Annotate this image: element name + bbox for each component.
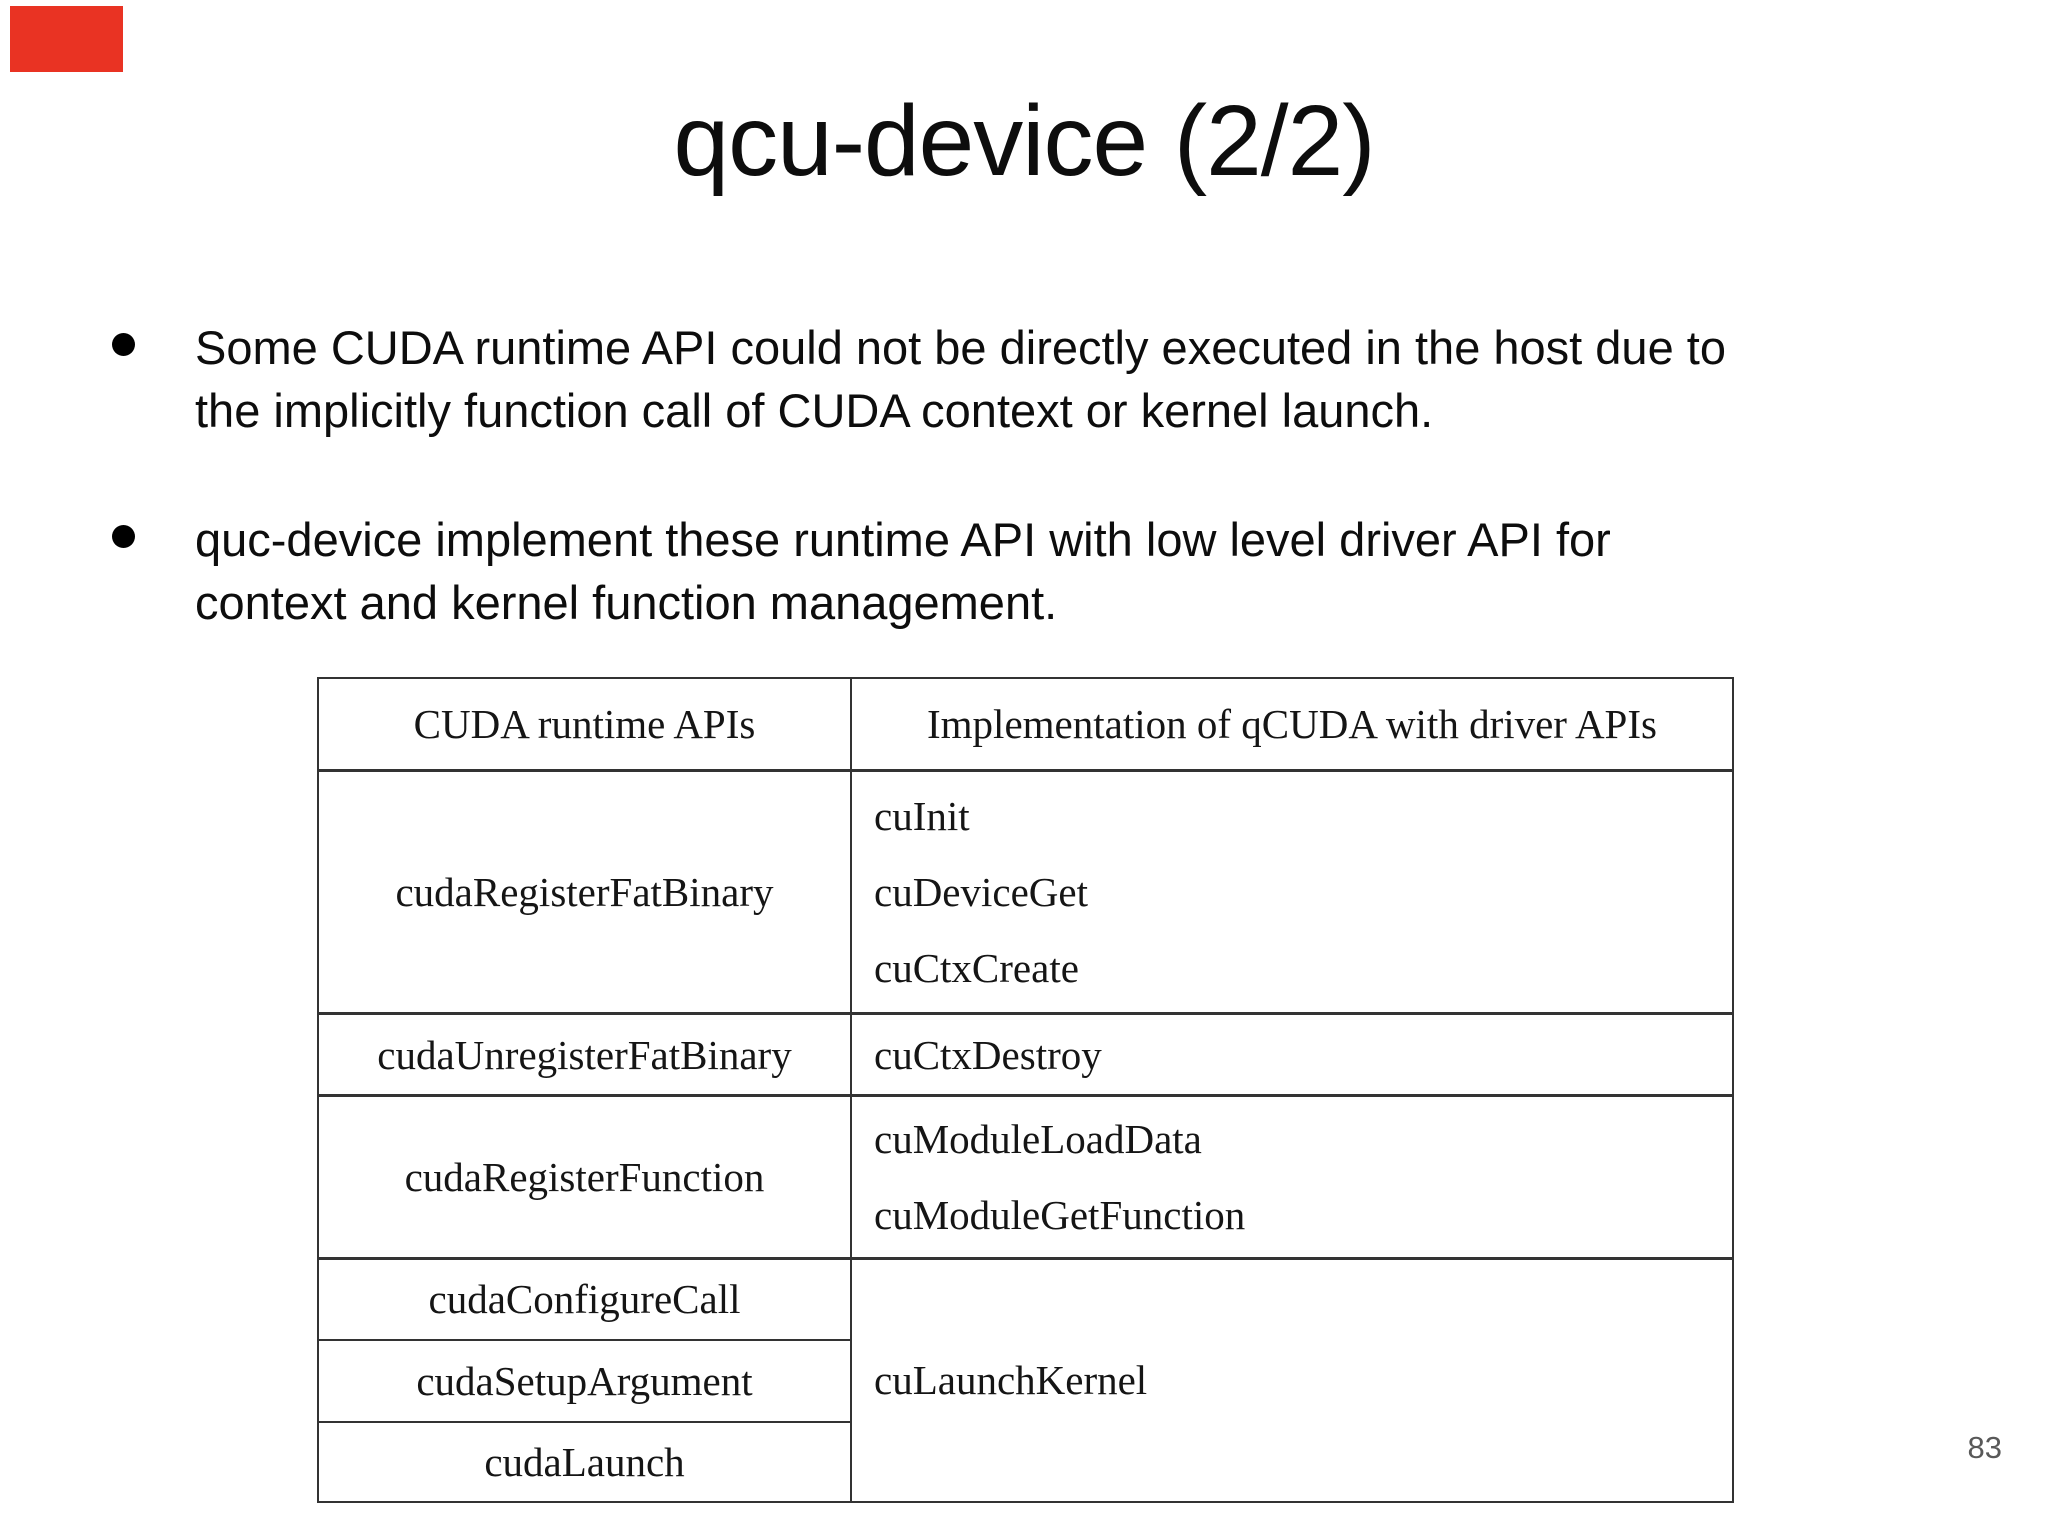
- table-row: cudaConfigureCall cuLaunchKernel: [317, 1257, 1734, 1503]
- bullet-1-text: Some CUDA runtime API could not be direc…: [195, 316, 1726, 442]
- cell-runtime-launch: cudaLaunch: [317, 1420, 852, 1503]
- cell-driver-registerfatbinary: cuInit cuDeviceGet cuCtxCreate: [850, 769, 1734, 1015]
- bullet-item-2: quc-device implement these runtime API w…: [112, 508, 1611, 634]
- cell-runtime-configurecall: cudaConfigureCall: [317, 1257, 852, 1341]
- cell-driver-unregisterfatbinary: cuCtxDestroy: [850, 1012, 1734, 1097]
- table-row: cudaRegisterFunction cuModuleLoadData cu…: [317, 1094, 1734, 1260]
- bullet-2-line-1: quc-device implement these runtime API w…: [195, 513, 1611, 566]
- bullet-2-line-2: context and kernel function management.: [195, 576, 1058, 629]
- bullet-item-1: Some CUDA runtime API could not be direc…: [112, 316, 1726, 442]
- table-row: cudaSetupArgument: [317, 1338, 1733, 1423]
- bullet-dot-icon: [112, 333, 135, 356]
- cell-runtime-registerfatbinary: cudaRegisterFatBinary: [317, 769, 852, 1015]
- cell-driver-launchkernel: cuLaunchKernel: [850, 1257, 1734, 1503]
- bullet-1-line-2: the implicitly function call of CUDA con…: [195, 384, 1434, 437]
- driver-line: cuModuleLoadData: [874, 1116, 1202, 1162]
- cell-runtime-registerfunction: cudaRegisterFunction: [317, 1094, 852, 1260]
- bullet-2-text: quc-device implement these runtime API w…: [195, 508, 1611, 634]
- driver-line: cuModuleGetFunction: [874, 1192, 1246, 1238]
- table-row: cudaUnregisterFatBinary cuCtxDestroy: [317, 1012, 1734, 1097]
- cell-runtime-unregisterfatbinary: cudaUnregisterFatBinary: [317, 1012, 852, 1097]
- page-number: 83: [1967, 1430, 2002, 1465]
- bullet-1-line-1: Some CUDA runtime API could not be direc…: [195, 321, 1726, 374]
- header-driver-apis: Implementation of qCUDA with driver APIs: [850, 677, 1734, 772]
- bullet-dot-icon: [112, 525, 135, 548]
- cell-runtime-setupargument: cudaSetupArgument: [317, 1338, 852, 1423]
- driver-line: cuCtxCreate: [874, 945, 1079, 991]
- driver-line: cuDeviceGet: [874, 869, 1088, 915]
- table-header-row: CUDA runtime APIs Implementation of qCUD…: [317, 677, 1734, 772]
- cell-driver-registerfunction: cuModuleLoadData cuModuleGetFunction: [850, 1094, 1734, 1260]
- slide-title: qcu-device (2/2): [673, 85, 1376, 197]
- driver-line: cuInit: [874, 793, 970, 839]
- recording-indicator-badge: [10, 6, 123, 72]
- header-runtime-apis: CUDA runtime APIs: [317, 677, 852, 772]
- table-row: cudaLaunch: [317, 1420, 1733, 1503]
- api-mapping-table: CUDA runtime APIs Implementation of qCUD…: [317, 677, 1734, 1503]
- table-row: cudaRegisterFatBinary cuInit cuDeviceGet…: [317, 769, 1734, 1015]
